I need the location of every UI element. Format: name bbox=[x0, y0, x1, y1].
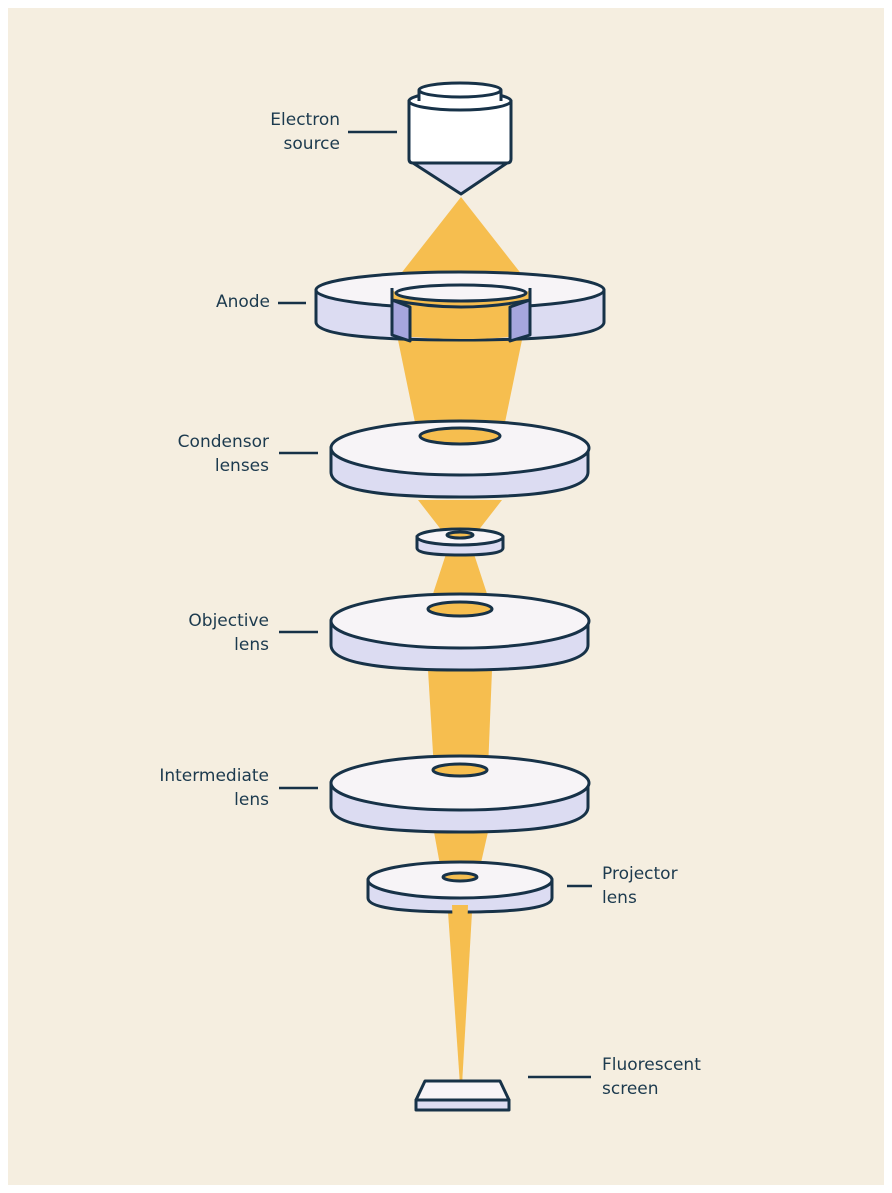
electron-source-shape bbox=[407, 81, 513, 196]
label-projector: Projector lens bbox=[602, 862, 732, 910]
label-screen-line2: screen bbox=[602, 1079, 659, 1099]
label-condensor: Condensor lenses bbox=[140, 430, 269, 478]
objective-lens-shape bbox=[329, 592, 591, 672]
label-electron-source: Electron source bbox=[225, 108, 340, 156]
projector-lens-shape bbox=[366, 860, 554, 914]
label-anode-line1: Anode bbox=[215, 292, 270, 312]
condensor-lens-large bbox=[329, 419, 591, 499]
beam-final-ray bbox=[452, 905, 468, 1085]
condensor-lens-small bbox=[415, 527, 505, 557]
label-objective-line1: Objective bbox=[188, 611, 269, 631]
label-objective-line2: lens bbox=[234, 635, 269, 655]
label-objective: Objective lens bbox=[140, 609, 269, 657]
fluorescent-screen-shape bbox=[414, 1079, 511, 1112]
beam-objective-to-intermediate bbox=[428, 670, 492, 770]
label-electron-source-line1: Electron bbox=[270, 110, 340, 130]
label-intermediate-line2: lens bbox=[234, 790, 269, 810]
label-condensor-line1: Condensor bbox=[177, 432, 269, 452]
label-anode: Anode bbox=[170, 290, 270, 314]
label-projector-line2: lens bbox=[602, 888, 637, 908]
intermediate-lens-shape bbox=[329, 754, 591, 834]
beam-condensor-to-small bbox=[418, 500, 502, 536]
label-projector-line1: Projector bbox=[602, 864, 678, 884]
label-intermediate: Intermediate lens bbox=[130, 764, 269, 812]
label-intermediate-line1: Intermediate bbox=[159, 766, 269, 786]
anode-shape bbox=[314, 270, 606, 343]
label-screen-line1: Fluorescent bbox=[602, 1055, 701, 1075]
label-screen: Fluorescent screen bbox=[602, 1053, 742, 1101]
beam-source-cone bbox=[392, 197, 530, 285]
beam-to-condensor bbox=[398, 340, 522, 437]
label-condensor-line2: lenses bbox=[214, 456, 269, 476]
label-electron-source-line2: source bbox=[283, 134, 340, 154]
leader-lines bbox=[278, 130, 592, 1079]
